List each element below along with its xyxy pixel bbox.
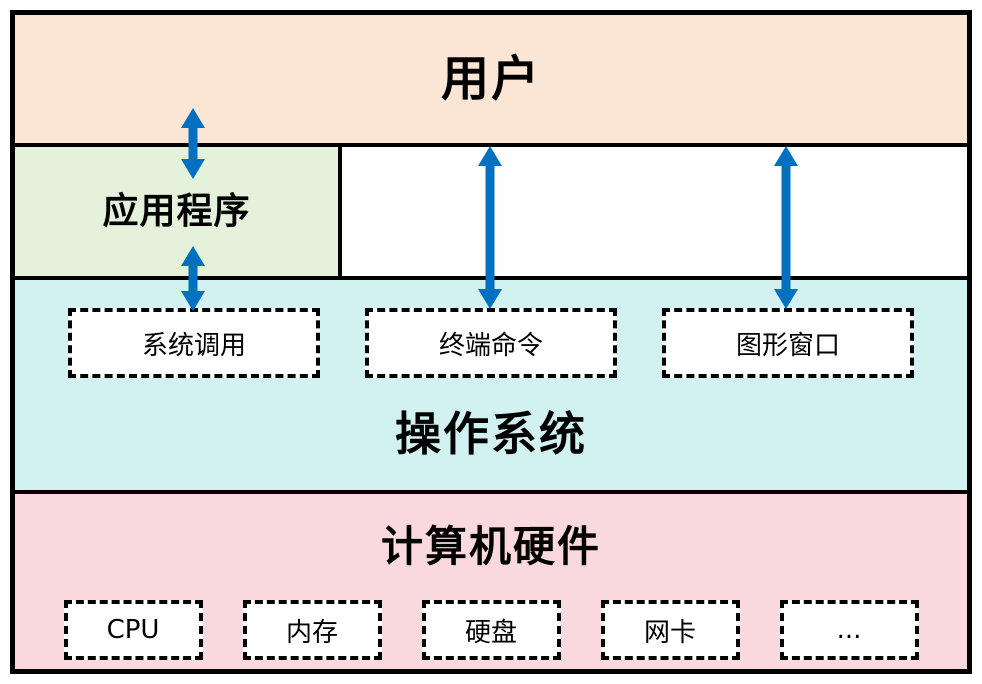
os-box-terminal-command: 终端命令 <box>365 308 617 378</box>
hw-box-ellipsis-label: ... <box>836 615 862 645</box>
os-title-area: 操作系统 <box>395 378 587 490</box>
hardware-component-row: CPU 内存 硬盘 网卡 ... <box>15 600 967 660</box>
hw-box-disk-label: 硬盘 <box>464 617 517 648</box>
layer-os-label: 操作系统 <box>395 406 587 461</box>
hw-box-nic: 网卡 <box>600 600 740 660</box>
os-interface-row: 系统调用 终端命令 图形窗口 <box>15 308 967 378</box>
hw-box-cpu-label: CPU <box>106 615 160 645</box>
hw-box-ellipsis: ... <box>779 600 919 660</box>
layer-os: 系统调用 终端命令 图形窗口 操作系统 <box>15 280 967 494</box>
layer-application-row: 应用程序 <box>15 147 967 280</box>
hw-box-disk: 硬盘 <box>421 600 561 660</box>
diagram-frame: 用户 应用程序 系统调用 终端命令 图形窗口 操作系统 <box>10 10 972 674</box>
os-box-system-call-label: 系统调用 <box>141 330 246 361</box>
os-box-gui-window: 图形窗口 <box>662 308 914 378</box>
hw-box-memory: 内存 <box>242 600 382 660</box>
layer-user-label: 用户 <box>440 50 541 107</box>
os-box-gui-window-label: 图形窗口 <box>735 330 840 361</box>
os-box-terminal-command-label: 终端命令 <box>438 330 543 361</box>
layer-hardware: 计算机硬件 CPU 内存 硬盘 网卡 ... <box>15 494 967 669</box>
layer-user: 用户 <box>15 15 967 147</box>
hw-box-cpu: CPU <box>63 600 203 660</box>
layer-application: 应用程序 <box>15 147 342 276</box>
hw-box-memory-label: 内存 <box>285 617 338 648</box>
layer-application-label: 应用程序 <box>102 190 251 232</box>
application-row-gap <box>342 147 967 276</box>
layer-hardware-label: 计算机硬件 <box>380 521 601 571</box>
hw-box-nic-label: 网卡 <box>643 617 696 648</box>
hardware-title-area: 计算机硬件 <box>381 494 601 600</box>
os-box-system-call: 系统调用 <box>68 308 320 378</box>
